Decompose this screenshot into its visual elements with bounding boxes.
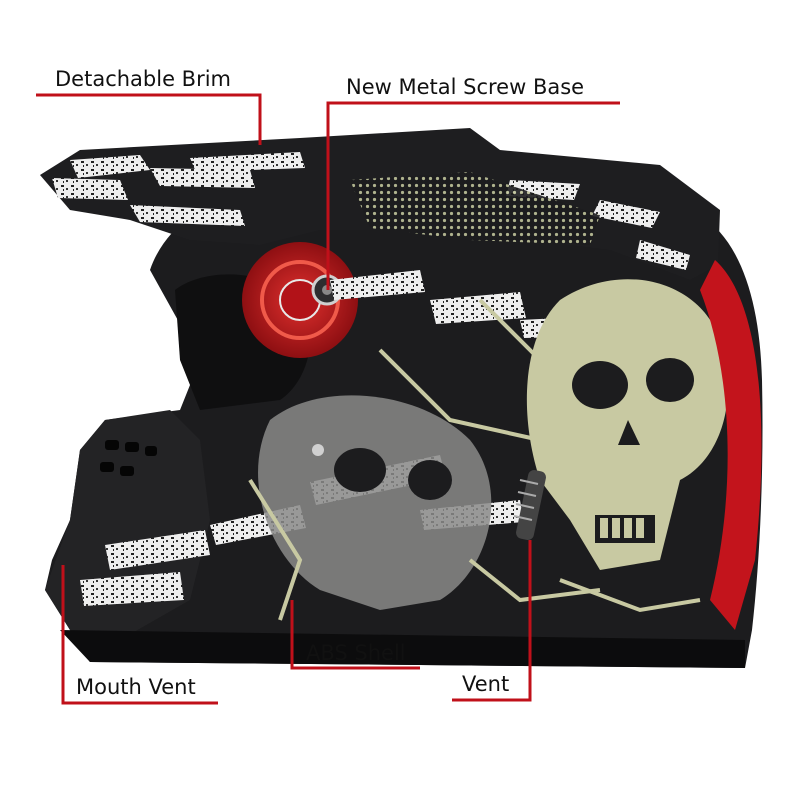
callout-metal-screw-base: New Metal Screw Base xyxy=(346,75,585,99)
bottom-trim xyxy=(60,630,745,668)
screw-callout-line xyxy=(326,101,620,290)
visor-stripes xyxy=(52,152,690,270)
callout-detachable-brim: Detachable Brim xyxy=(55,67,232,91)
abs-callout-line xyxy=(290,600,420,670)
mouth-vent-slots xyxy=(100,440,157,476)
dotted-crown xyxy=(350,172,600,245)
callout-lines xyxy=(36,93,620,705)
brim-callout-line xyxy=(36,93,262,145)
mouth-callout-line xyxy=(61,565,218,705)
crack-lines xyxy=(248,298,701,621)
screw-base-gear xyxy=(242,242,358,358)
vent-callout-line xyxy=(452,540,532,702)
side-vent xyxy=(513,470,546,540)
rivet xyxy=(312,444,324,456)
callout-mouth-vent: Mouth Vent xyxy=(76,675,196,699)
callout-vent: Vent xyxy=(462,672,510,696)
grey-skull-eye xyxy=(334,448,386,492)
grey-skull-eye xyxy=(408,460,452,500)
callout-abs-shell: ABS Shell xyxy=(306,641,406,665)
rear-red-accent xyxy=(700,260,762,630)
skull-graphic xyxy=(526,279,728,570)
